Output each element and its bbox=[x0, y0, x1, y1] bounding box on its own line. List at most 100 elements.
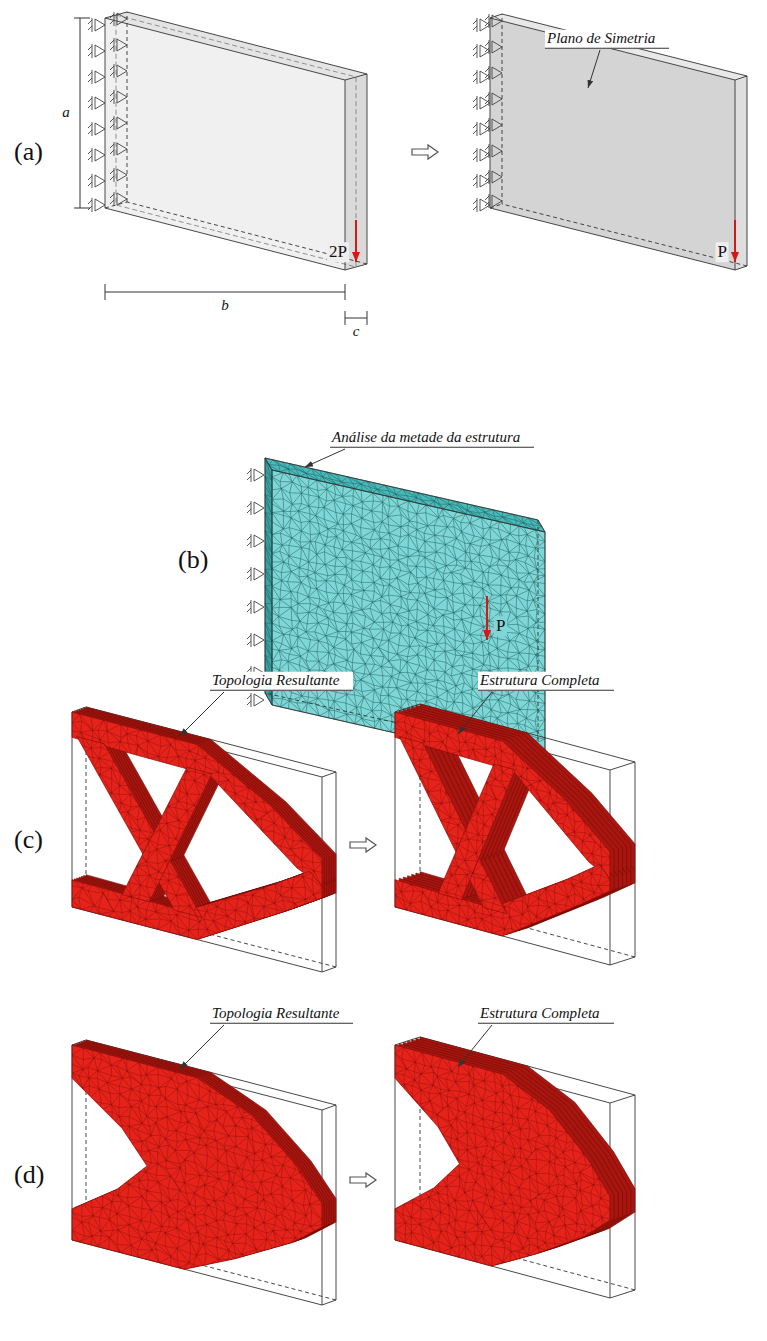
pin-support bbox=[247, 501, 264, 515]
plate-outline bbox=[490, 14, 747, 270]
box-face bbox=[105, 18, 345, 270]
box-edge bbox=[747, 76, 748, 266]
box-face bbox=[735, 76, 747, 270]
pin-support bbox=[473, 70, 490, 84]
topology-solid bbox=[395, 704, 635, 965]
pin-support bbox=[247, 633, 264, 647]
dimension-line bbox=[105, 292, 345, 293]
load-label: P bbox=[716, 242, 729, 262]
box-edge bbox=[322, 772, 336, 777]
pin-support bbox=[485, 14, 502, 28]
load-label: 2P bbox=[327, 242, 349, 262]
panel-label: (b) bbox=[178, 545, 208, 575]
dimension-label: c bbox=[351, 323, 362, 340]
pin-support bbox=[110, 116, 127, 130]
pin-support bbox=[110, 142, 127, 156]
dimension-tick bbox=[74, 208, 90, 209]
box-edge bbox=[502, 204, 747, 266]
topology-solid bbox=[72, 707, 336, 972]
pin-support bbox=[110, 168, 127, 182]
pin-support bbox=[473, 174, 490, 188]
load-arrow bbox=[486, 596, 488, 640]
box-edge bbox=[105, 208, 345, 270]
box-edge bbox=[127, 12, 128, 202]
pin-support bbox=[88, 18, 105, 32]
pin-support bbox=[110, 12, 127, 26]
full-plate bbox=[105, 12, 367, 270]
load-label: P bbox=[494, 616, 507, 636]
box-edge bbox=[538, 520, 545, 532]
pin-support bbox=[485, 170, 502, 184]
box-edge bbox=[610, 957, 635, 965]
box-edge bbox=[265, 458, 538, 520]
pin-support bbox=[247, 534, 264, 548]
pin-support bbox=[110, 192, 127, 206]
transition-arrows bbox=[350, 145, 438, 1187]
panel-a bbox=[88, 12, 747, 270]
load-arrow bbox=[734, 220, 736, 262]
hollow-arrow bbox=[350, 1173, 376, 1187]
leader-line bbox=[305, 449, 345, 467]
pin-support bbox=[485, 92, 502, 106]
design-domain bbox=[395, 704, 635, 965]
dimension-tick bbox=[345, 311, 346, 325]
box-edge bbox=[538, 520, 539, 755]
pin-support bbox=[88, 148, 105, 162]
plate-outline bbox=[105, 12, 367, 270]
topology-solid bbox=[72, 1040, 336, 1305]
dimension-tick bbox=[105, 284, 106, 300]
hollow-arrow bbox=[412, 145, 438, 159]
pin-support bbox=[88, 174, 105, 188]
box-edge bbox=[735, 80, 736, 270]
pin-support bbox=[247, 567, 264, 581]
element-mesh bbox=[72, 1045, 322, 1305]
dimension-line bbox=[345, 318, 367, 319]
design-domain bbox=[395, 1037, 635, 1298]
topology-solid bbox=[395, 1037, 635, 1298]
leader-label: Estrutura Completa bbox=[478, 1005, 614, 1024]
box-face bbox=[490, 18, 735, 270]
design-domain bbox=[72, 707, 336, 972]
leader-label: Topologia Resultante bbox=[210, 1005, 353, 1024]
box-edge bbox=[105, 18, 345, 80]
pin-support bbox=[485, 144, 502, 158]
pin-support bbox=[88, 44, 105, 58]
box-edge bbox=[545, 532, 546, 767]
box-edge bbox=[345, 74, 367, 80]
dimension-line bbox=[80, 18, 81, 208]
pin-support bbox=[88, 198, 105, 212]
box-edge bbox=[610, 1095, 635, 1103]
box-edge bbox=[322, 1105, 336, 1110]
pin-support bbox=[473, 148, 490, 162]
box-edge bbox=[322, 967, 336, 972]
leader-lines bbox=[180, 50, 600, 1069]
box-face bbox=[265, 458, 272, 705]
panel-label: (a) bbox=[14, 137, 43, 167]
pin-support bbox=[110, 90, 127, 104]
box-edge bbox=[367, 74, 368, 264]
element-mesh bbox=[395, 712, 610, 965]
box-edge bbox=[272, 470, 273, 705]
element-mesh bbox=[395, 1045, 610, 1298]
mesh-lines bbox=[265, 458, 545, 532]
pin-support bbox=[485, 66, 502, 80]
panel-label: (c) bbox=[14, 825, 43, 855]
box-edge bbox=[72, 712, 73, 907]
support-column bbox=[110, 12, 127, 206]
pin-support bbox=[473, 122, 490, 136]
support-column bbox=[88, 18, 105, 212]
half-plate bbox=[490, 14, 747, 270]
box-edge bbox=[322, 1300, 336, 1305]
box-edge bbox=[502, 14, 503, 204]
element-mesh bbox=[72, 712, 322, 972]
dimension-tick bbox=[367, 311, 368, 325]
pin-support bbox=[110, 38, 127, 52]
pin-support bbox=[88, 70, 105, 84]
topology-front bbox=[395, 712, 610, 936]
box-edge bbox=[395, 712, 396, 907]
pin-support bbox=[473, 96, 490, 110]
panel-d bbox=[72, 1037, 635, 1305]
leader-label: Estrutura Completa bbox=[478, 672, 614, 691]
box-edge bbox=[127, 202, 367, 264]
